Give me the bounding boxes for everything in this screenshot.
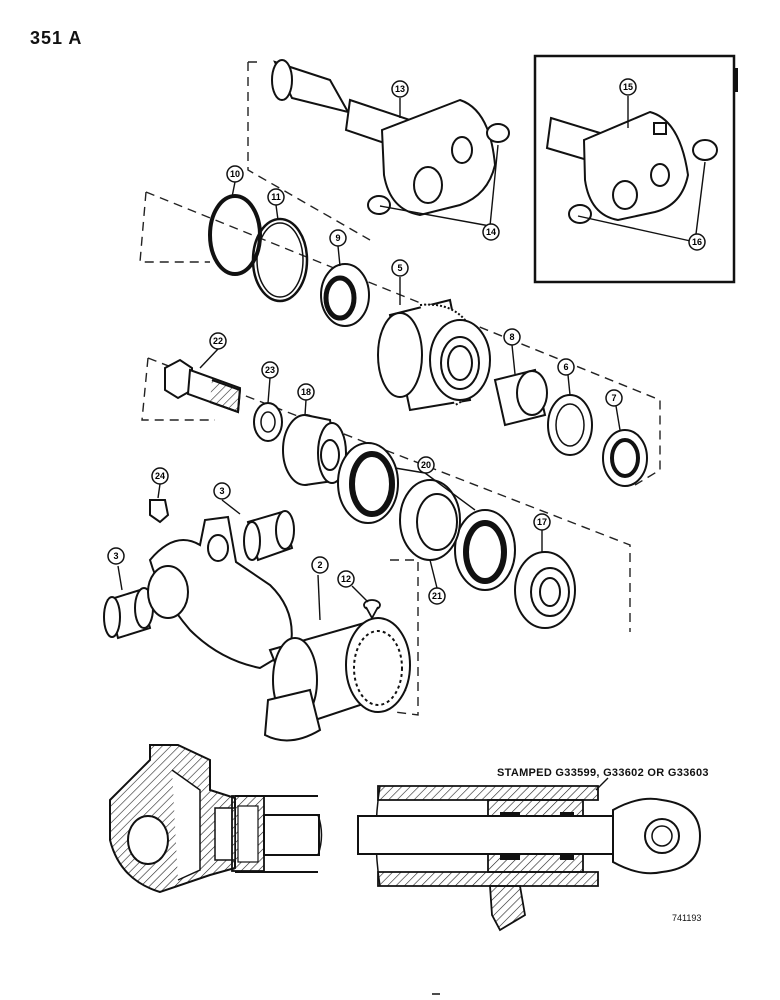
callout-label-7: 7 bbox=[611, 393, 616, 403]
clevis-inset-part-15 bbox=[545, 110, 718, 224]
callout-label-3a: 3 bbox=[219, 486, 224, 496]
callout-label-24: 24 bbox=[155, 471, 165, 481]
bushing-part-3b bbox=[103, 587, 154, 640]
callout-5 bbox=[391, 259, 409, 277]
callout-label-16: 16 bbox=[692, 237, 702, 247]
cylinder-cross-section bbox=[109, 744, 702, 932]
callout-3a bbox=[213, 482, 231, 500]
callout-labels: 2 3 3 5 6 7 8 9 10 11 12 13 14 15 16 17 … bbox=[113, 82, 702, 601]
callout-17 bbox=[533, 513, 551, 531]
nut-part-17 bbox=[514, 551, 576, 629]
page-number: 351 A bbox=[30, 28, 83, 48]
barrel-part-2 bbox=[263, 617, 411, 742]
callout-label-8: 8 bbox=[509, 332, 514, 342]
bushing-part-8 bbox=[493, 368, 548, 427]
washer-part-23 bbox=[253, 402, 283, 442]
callout-label-6: 6 bbox=[563, 362, 568, 372]
callout-20 bbox=[417, 456, 435, 474]
bolt-part-22 bbox=[164, 358, 242, 414]
seal-part-7 bbox=[602, 429, 648, 487]
stamp-note: STAMPED G33599, G33602 OR G33603 bbox=[497, 767, 709, 779]
callout-2 bbox=[311, 556, 329, 574]
piston-seal-part-20a bbox=[337, 442, 399, 524]
callout-label-13: 13 bbox=[395, 84, 405, 94]
bushing-part-3a bbox=[243, 510, 295, 562]
piston-part-18 bbox=[282, 414, 347, 486]
callout-11 bbox=[267, 188, 285, 206]
callout-21 bbox=[428, 587, 446, 605]
callout-10 bbox=[226, 165, 244, 183]
callout-label-10: 10 bbox=[230, 169, 240, 179]
piston-seal-part-20b bbox=[454, 509, 516, 591]
callout-label-2: 2 bbox=[317, 560, 322, 570]
callout-13 bbox=[391, 80, 409, 98]
callout-15 bbox=[619, 78, 637, 96]
callout-label-9: 9 bbox=[335, 233, 340, 243]
callout-16 bbox=[688, 233, 706, 251]
leader-lines bbox=[117, 96, 706, 621]
callout-label-20: 20 bbox=[421, 460, 431, 470]
callout-label-12: 12 bbox=[341, 574, 351, 584]
group-outlines bbox=[139, 61, 661, 716]
callout-24 bbox=[151, 467, 169, 485]
seal-part-6 bbox=[547, 394, 593, 456]
callout-label-23: 23 bbox=[265, 365, 275, 375]
callout-label-18: 18 bbox=[301, 387, 311, 397]
callout-label-11: 11 bbox=[271, 192, 281, 202]
callout-18 bbox=[297, 383, 315, 401]
o-ring-part-10 bbox=[208, 194, 262, 276]
callout-label-3b: 3 bbox=[113, 551, 118, 561]
inset-box bbox=[533, 54, 736, 284]
callout-9 bbox=[329, 229, 347, 247]
callout-6 bbox=[557, 358, 575, 376]
callout-bubbles bbox=[107, 78, 706, 605]
wear-ring-part-21 bbox=[399, 479, 461, 561]
figure-number: 741193 bbox=[672, 913, 702, 923]
grease-fitting-part-24 bbox=[149, 499, 170, 524]
callout-22 bbox=[209, 332, 227, 350]
callout-12 bbox=[337, 570, 355, 588]
callout-label-22: 22 bbox=[213, 336, 223, 346]
callout-label-17: 17 bbox=[537, 517, 547, 527]
callout-14 bbox=[482, 223, 500, 241]
wiper-seal-part-9 bbox=[320, 263, 370, 327]
callout-23 bbox=[261, 361, 279, 379]
backup-ring-part-11 bbox=[251, 217, 309, 303]
callout-label-15: 15 bbox=[623, 82, 633, 92]
screw-part-12 bbox=[363, 599, 381, 620]
callout-label-14: 14 bbox=[486, 227, 496, 237]
callout-label-5: 5 bbox=[397, 263, 402, 273]
gland-part-5 bbox=[377, 298, 491, 412]
rod-clevis-part-13 bbox=[271, 59, 510, 217]
callout-7 bbox=[605, 389, 623, 407]
callout-label-21: 21 bbox=[432, 591, 442, 601]
callout-8 bbox=[503, 328, 521, 346]
callout-3b bbox=[107, 547, 125, 565]
